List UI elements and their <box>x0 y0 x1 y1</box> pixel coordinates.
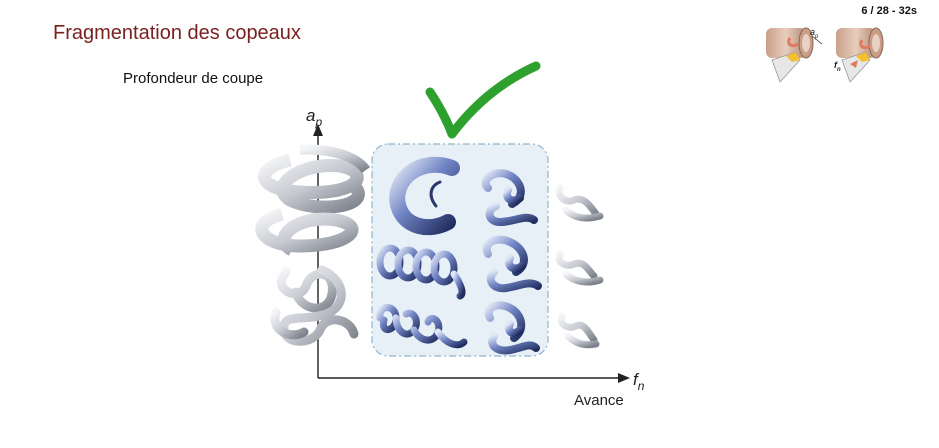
x-axis-caption: Avance <box>574 392 624 409</box>
fragment-chip-3 <box>557 312 600 349</box>
tangled-chip <box>270 265 359 346</box>
open-coil-chip <box>376 304 468 349</box>
short-comma-chip-2 <box>482 235 542 293</box>
slide-counter: 6 / 28 - 32s <box>861 5 917 17</box>
long-helical-chip <box>255 144 371 256</box>
short-comma-chip-3 <box>484 301 540 355</box>
svg-text:ap: ap <box>810 27 819 40</box>
workpiece-depth-icon: ap <box>766 27 823 83</box>
slide-subtitle: Profondeur de coupe <box>123 70 264 87</box>
svg-text:fn: fn <box>834 60 841 73</box>
fragment-chip-1 <box>555 184 604 222</box>
tight-coil-chip <box>376 244 466 300</box>
checkmark-icon <box>425 61 541 139</box>
slide-title: Fragmentation des copeaux <box>53 22 301 44</box>
fragment-chip-2 <box>555 250 604 286</box>
c-shaped-chip <box>389 156 460 236</box>
y-axis-label: ap <box>306 106 322 129</box>
workpiece-feed-icon: fn <box>834 27 884 83</box>
x-axis-label: fn <box>633 370 645 393</box>
short-comma-chip <box>481 169 538 227</box>
